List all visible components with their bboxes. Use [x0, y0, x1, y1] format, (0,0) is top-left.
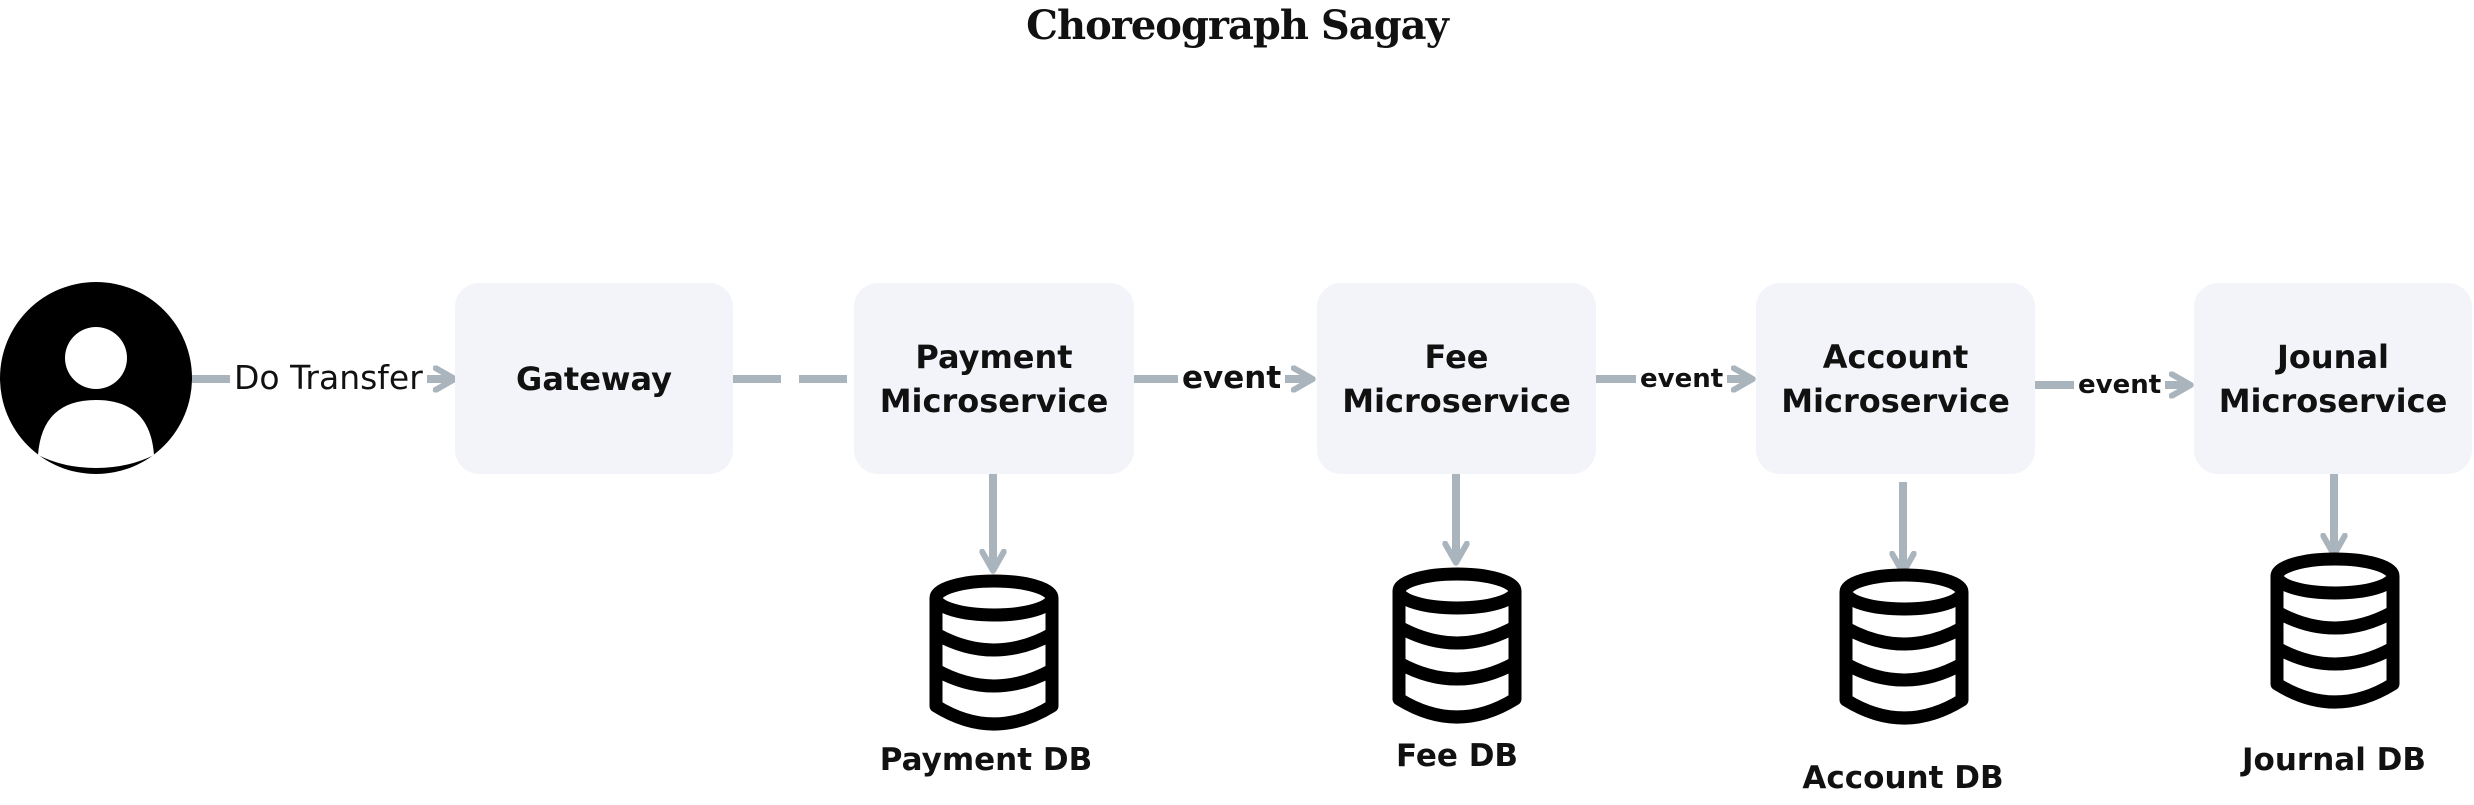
- fee-db-database-icon: [1392, 567, 1522, 724]
- account-db-database-icon: [1839, 568, 1969, 725]
- edge-label-do-transfer: Do Transfer: [230, 358, 427, 398]
- edge-label-event-fee-account: event: [1636, 362, 1728, 396]
- jounal-microservice-label: Jounal Microservice: [2218, 337, 2448, 420]
- edge-label-event-payment-fee: event: [1178, 358, 1286, 398]
- jounal-microservice-node: Jounal Microservice: [2194, 283, 2472, 474]
- account-microservice-node: Account Microservice: [1756, 283, 2035, 474]
- gateway-label: Gateway: [516, 359, 672, 398]
- fee-microservice-node: Fee Microservice: [1317, 283, 1596, 474]
- journal-db-database-icon: [2270, 552, 2400, 709]
- gateway-node: Gateway: [455, 283, 733, 474]
- account-db-label: Account DB: [1802, 760, 2004, 796]
- edge-label-event-account-jounal: event: [2074, 368, 2166, 402]
- payment-db-database-icon: [929, 574, 1059, 731]
- fee-microservice-label: Fee Microservice: [1342, 337, 1571, 420]
- payment-microservice-node: Payment Microservice: [854, 283, 1134, 474]
- journal-db-label: Journal DB: [2242, 742, 2426, 778]
- account-microservice-label: Account Microservice: [1781, 337, 2010, 420]
- diagram-title: Choreograph Sagay: [1026, 2, 1449, 49]
- fee-db-label: Fee DB: [1395, 738, 1519, 774]
- payment-microservice-label: Payment Microservice: [879, 337, 1109, 420]
- user-avatar-icon: [0, 282, 192, 474]
- payment-db-label: Payment DB: [879, 742, 1093, 778]
